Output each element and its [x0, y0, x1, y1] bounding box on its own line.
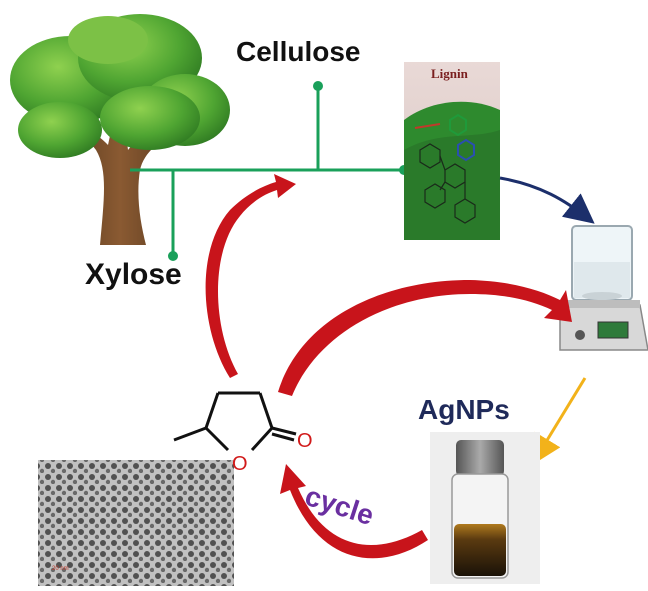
lignin-label: Lignin — [431, 66, 468, 81]
navy-arrow — [499, 176, 595, 224]
molecule-structure — [173, 391, 297, 452]
cellulose-node — [313, 81, 323, 91]
polymer-backbone — [130, 86, 404, 255]
tem-scale-bar-label: 20 nm — [52, 566, 69, 572]
red-cycle-arrows — [205, 174, 572, 559]
lignin-structure-icon — [404, 62, 500, 240]
cellulose-label: Cellulose — [236, 36, 361, 67]
xylose-node — [168, 251, 178, 261]
yellow-arrow — [531, 377, 587, 466]
xylose-label: Xylose — [85, 258, 182, 291]
ring-oxygen: O — [232, 453, 248, 475]
carbonyl-oxygen: O — [297, 430, 313, 452]
tem-micrograph-icon — [38, 460, 234, 586]
beaker-stirrer-icon — [559, 225, 648, 351]
tree-icon — [10, 14, 230, 245]
agnps-label: AgNPs — [418, 394, 510, 425]
agnps-vial-icon — [430, 432, 540, 584]
